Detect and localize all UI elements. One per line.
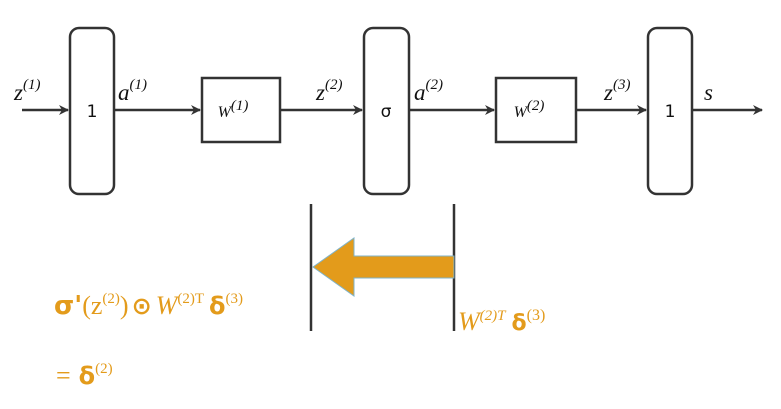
svg-text:W(1): W(1) xyxy=(218,98,249,121)
block-weight-2-label: W xyxy=(514,104,529,121)
block-sigma-label: σ xyxy=(381,102,392,122)
block-sigma: σ xyxy=(362,26,411,196)
signal-z1: z(1) xyxy=(13,77,40,105)
block-weight-1: W(1) xyxy=(200,76,282,144)
svg-text:W(2): W(2) xyxy=(514,98,545,121)
signal-a2: a(2) xyxy=(414,77,443,105)
block-identity-2-label: 1 xyxy=(665,102,676,122)
block-identity-1-label: 1 xyxy=(87,102,98,122)
block-identity-2: 1 xyxy=(646,26,694,196)
signal-a1: a(1) xyxy=(118,77,147,105)
signal-z2: z(2) xyxy=(315,77,342,105)
block-identity-1: 1 xyxy=(68,26,116,196)
block-weight-2: W(2) xyxy=(494,76,578,144)
block-weight-2-sup: (2) xyxy=(527,98,545,114)
block-weight-1-label: W xyxy=(218,104,233,121)
signal-z3: z(3) xyxy=(603,77,630,105)
backprop-arrow xyxy=(312,237,455,297)
backprop-result: =δ(2) xyxy=(56,361,113,390)
block-weight-1-sup: (1) xyxy=(231,98,249,114)
signal-s: s xyxy=(704,80,713,105)
